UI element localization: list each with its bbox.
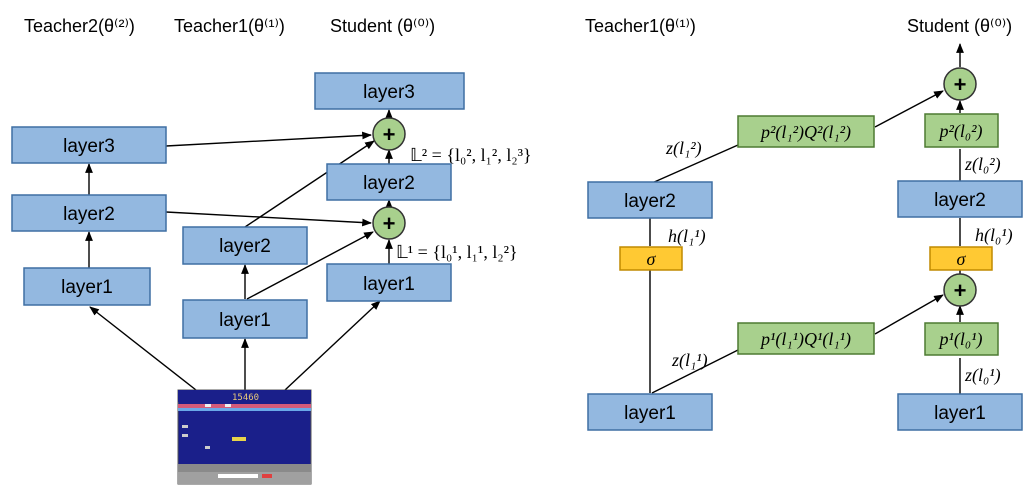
t1-layer1-label: layer1 [219, 310, 271, 331]
t1-layer2-label: layer2 [219, 236, 271, 257]
label-z-l11: z(l₁¹) [671, 350, 708, 371]
rt-layer2-label: layer2 [624, 191, 676, 212]
plus-node-right-upper: + [943, 67, 977, 101]
p2-label: p²(l₀²) [937, 121, 982, 142]
game-score: 15460 [232, 393, 259, 403]
rs-layer1-label: layer1 [934, 403, 986, 424]
plus-node-upper: + [372, 117, 406, 151]
plus-icon: + [954, 72, 967, 97]
student-column: layer3 layer2 layer1 [314, 72, 465, 302]
rs-layer2-box [897, 180, 1023, 218]
s-layer3-box [314, 72, 465, 110]
label-z-l01: z(l₀¹) [964, 365, 1001, 386]
left-panel: Teacher2(θ⁽²⁾) Teacher1(θ⁽¹⁾) Student (θ… [11, 16, 532, 485]
rs-layer2-label: layer2 [934, 190, 986, 211]
teacher1-column: layer2 layer1 [182, 226, 308, 339]
header-teacher2: Teacher2(θ⁽²⁾) [24, 16, 135, 36]
set-l2-label: 𝕃² = {l₀², l₁², l₂³} [410, 145, 532, 165]
t2-layer1-label: layer1 [61, 277, 113, 298]
p2-box [924, 113, 999, 148]
p2q2-label: p²(l₁²)Q²(l₁²) [759, 122, 851, 143]
plus-icon: + [383, 122, 396, 147]
rt-layer1-label: layer1 [624, 403, 676, 424]
label-h-l01: h(l₀¹) [975, 225, 1013, 246]
s-layer2-label: layer2 [363, 173, 415, 194]
p1q1-label: p¹(l₁¹)Q¹(l₁¹) [759, 329, 851, 350]
s-layer1-label: layer1 [363, 274, 415, 295]
s-layer1-box [326, 263, 452, 302]
rs-sigma-box [929, 246, 993, 271]
arrow-image-to-t2-layer1 [89, 306, 197, 391]
arrow-t2-l2-to-plus1 [165, 211, 372, 227]
s-layer2-box [326, 163, 452, 201]
game-screenshot-image: 15460 [177, 389, 312, 485]
header-student: Student (θ⁽⁰⁾) [330, 16, 435, 36]
rs-sigma-label: σ [957, 249, 967, 269]
arrow-image-to-student-layer1 [284, 300, 381, 391]
line-t-l2-to-p2q2 [651, 144, 739, 184]
left-arrows [85, 109, 393, 391]
rs-layer1-box [897, 393, 1023, 431]
rt-layer2-box [587, 181, 713, 219]
t2-layer1-box [23, 267, 151, 306]
plus-icon: + [383, 211, 396, 236]
label-z-l02: z(l₀²) [964, 154, 1001, 175]
plus-node-right-lower: + [943, 273, 977, 307]
rt-sigma-box [619, 246, 683, 271]
set-l1-label: 𝕃¹ = {l₀¹, l₁¹, l₂²} [396, 242, 518, 262]
t1-layer2-box [182, 226, 308, 265]
t2-layer2-label: layer2 [63, 204, 115, 225]
line-t-l1-to-p1q1 [651, 349, 739, 394]
rt-sigma-label: σ [647, 249, 657, 269]
header-student-right: Student (θ⁽⁰⁾) [907, 16, 1012, 36]
arrow-t1-l2-to-plus2 [244, 140, 375, 228]
p1q1-box [737, 322, 875, 355]
label-z-l12: z(l₁²) [665, 138, 702, 159]
s-layer3-label: layer3 [363, 82, 415, 103]
p2q2-box [737, 115, 875, 148]
p1-box [924, 322, 999, 356]
teacher2-column: layer3 layer2 layer1 [11, 126, 167, 306]
t2-layer2-box [11, 194, 167, 232]
t2-layer3-box [11, 126, 167, 164]
p1-label: p¹(l₀¹) [937, 329, 982, 350]
t1-layer1-box [182, 299, 308, 339]
t2-layer3-label: layer3 [63, 136, 115, 157]
arrow-t1-l1-to-plus1 [246, 231, 374, 300]
arrow-t2-l3-to-plus2 [165, 131, 372, 147]
arrow-p1q1-to-plus-lower [874, 294, 944, 335]
header-teacher1-right: Teacher1(θ⁽¹⁾) [585, 16, 696, 36]
right-panel: Teacher1(θ⁽¹⁾) Student (θ⁽⁰⁾) layer1 [585, 16, 1023, 431]
arrow-p2q2-to-plus-upper [874, 90, 944, 128]
label-h-l11: h(l₁¹) [668, 226, 706, 247]
plus-node-lower: + [372, 206, 406, 240]
plus-icon: + [954, 278, 967, 303]
header-teacher1: Teacher1(θ⁽¹⁾) [174, 16, 285, 36]
rt-layer1-box [587, 393, 713, 431]
